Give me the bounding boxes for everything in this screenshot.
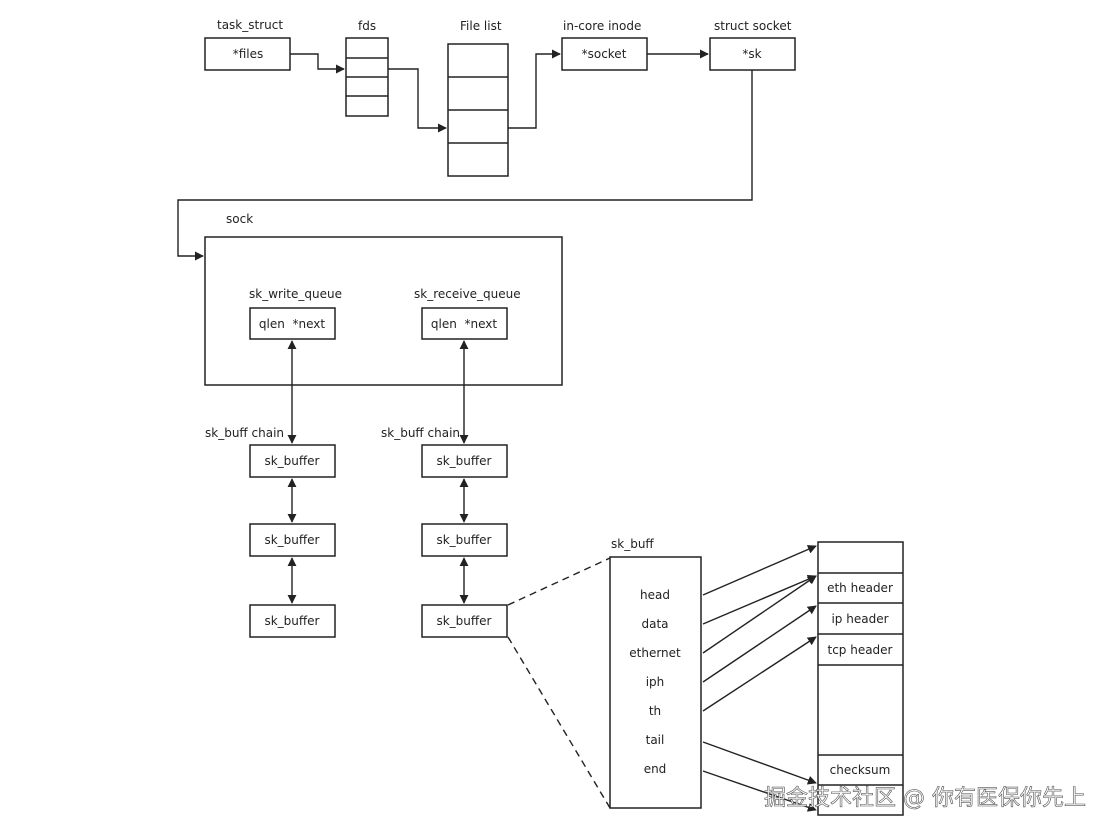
eth-header-segment: eth header [827,581,893,595]
write-chain-node-label: sk_buffer [264,454,319,468]
receive-chain-node [421,523,508,557]
receive-chain-node [421,604,508,638]
ip-header-segment: ip header [831,612,888,626]
receive-chain-node [421,444,508,478]
write-chain-node [249,523,336,557]
sk-buff-field-data: data [641,617,668,631]
write-queue-fields: qlen *next [259,317,325,331]
socket-to-sock-arrow [177,70,753,261]
write-chain-node [249,444,336,478]
sk-buff-detail-box [609,556,702,809]
struct-socket-label: struct socket [714,19,792,33]
receive-chain-node-label: sk_buffer [436,614,491,628]
receive-chain: sk_buffer sk_buffer sk_buffer [421,444,508,638]
receive-chain-node-label: sk_buffer [436,454,491,468]
file-list-array [447,43,509,177]
fds-to-file-list-arrow [388,68,447,133]
iph-pointer-arrow [702,605,817,683]
sk-buff-field-th: th [649,704,661,718]
watermark-text: 掘金技术社区 @ 你有医保你先上 [764,786,1086,811]
data-pointer-arrow [702,575,817,625]
receive-queue-fields: qlen *next [431,317,497,331]
sk-text: *sk [742,47,761,61]
sk-buff-field-iph: iph [646,675,665,689]
files-to-fds-arrow [290,53,345,74]
ethernet-pointer-arrow [702,575,817,654]
write-queue-box [249,307,336,340]
files-text: *files [233,47,264,61]
task-struct-label: task_struct [217,18,283,32]
files-box [204,37,291,71]
sk-buff-detail-label: sk_buff [611,537,654,551]
sk-buff-field-ethernet: ethernet [629,646,681,660]
write-chain-node-label: sk_buffer [264,533,319,547]
head-pointer-arrow [702,545,817,596]
sk-buff-field-head: head [640,588,670,602]
socket-text: *socket [582,47,627,61]
receive-chain-node-label: sk_buffer [436,533,491,547]
checksum-segment: checksum [830,763,891,777]
sk-buff-field-tail: tail [646,733,665,747]
fds-array [345,37,389,117]
in-core-inode-label: in-core inode [563,19,641,33]
write-chain: sk_buffer sk_buffer sk_buffer [249,444,336,638]
end-pointer-arrow [702,770,817,812]
file-list-to-inode-arrow [508,49,561,129]
packet-buffer: eth header ip header tcp header checksum [817,541,904,816]
zoom-dashed-line-bottom [507,636,611,809]
write-chain-label: sk_buff chain [205,426,284,440]
packet-buffer-frame [817,541,904,816]
tail-pointer-arrow [702,741,817,785]
file-list-label: File list [460,19,502,33]
sk-box [709,37,796,71]
fds-label: fds [358,19,376,33]
field-pointer-arrows [702,545,817,812]
receive-chain-label: sk_buff chain [381,426,460,440]
write-chain-node-label: sk_buffer [264,614,319,628]
receive-queue-box [421,307,508,340]
sk-buff-field-list: head data ethernet iph th tail end [629,588,681,776]
sk-buff-field-end: end [644,762,667,776]
th-pointer-arrow [702,636,817,712]
write-chain-node [249,604,336,638]
socket-box [561,37,648,71]
sock-label: sock [226,212,253,226]
tcp-header-segment: tcp header [827,643,892,657]
sk-write-queue-label: sk_write_queue [249,287,342,301]
sk-receive-queue-label: sk_receive_queue [414,287,521,301]
zoom-dashed-line-top [507,557,611,606]
